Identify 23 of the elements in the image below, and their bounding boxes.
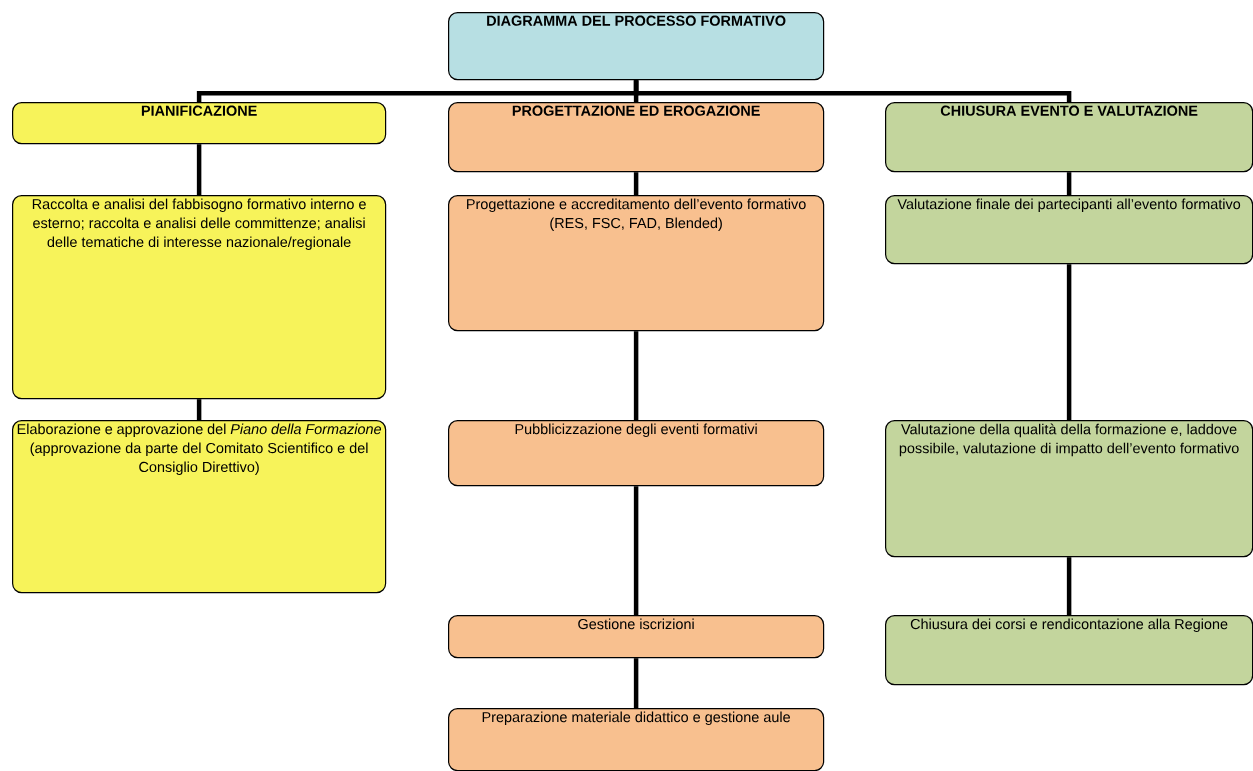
connector-line: [633, 486, 639, 615]
phase-box: CHIUSURA EVENTO E VALUTAZIONE: [885, 102, 1253, 173]
process-box: Pubblicizzazione degli eventi formativi: [448, 420, 825, 487]
connector-line: [196, 399, 202, 420]
title-box: DIAGRAMMA DEL PROCESSO FORMATIVO: [448, 12, 825, 81]
phase-box: PROGETTAZIONE ED EROGAZIONE: [448, 102, 825, 173]
phase-box: PIANIFICAZIONE: [12, 102, 387, 145]
process-box: Preparazione materiale didattico e gestione aule: [448, 708, 825, 771]
connector-line: [633, 80, 1072, 102]
connector-line: [1066, 172, 1072, 195]
process-box: Elaborazione e approvazione del Piano della Formazione (approvazione da parte del Comitato Scientifico e del Consiglio Direttivo): [12, 420, 387, 594]
process-box: Chiusura dei corsi e rendicontazione alla Regione: [885, 615, 1253, 686]
process-box: Valutazione della qualità della formazione e, laddove possibile, valutazione di impatto dell’evento formativo: [885, 420, 1253, 558]
process-box: Progettazione e accreditamento dell’evento formativo (RES, FSC, FAD, Blended): [448, 195, 825, 332]
connector-line: [633, 172, 639, 195]
process-box: Valutazione finale dei partecipanti all’evento formativo: [885, 195, 1253, 265]
connector-line: [196, 144, 202, 195]
connector-line: [1066, 264, 1072, 420]
process-box: Gestione iscrizioni: [448, 615, 825, 659]
connector-line: [633, 658, 639, 708]
connector-line: [633, 331, 639, 420]
process-box: Raccolta e analisi del fabbisogno formativo interno e esterno; raccolta e analisi delle committenze; analisi delle tematiche di interesse nazionale/regionale: [12, 195, 387, 400]
connector-line: [1066, 557, 1072, 615]
